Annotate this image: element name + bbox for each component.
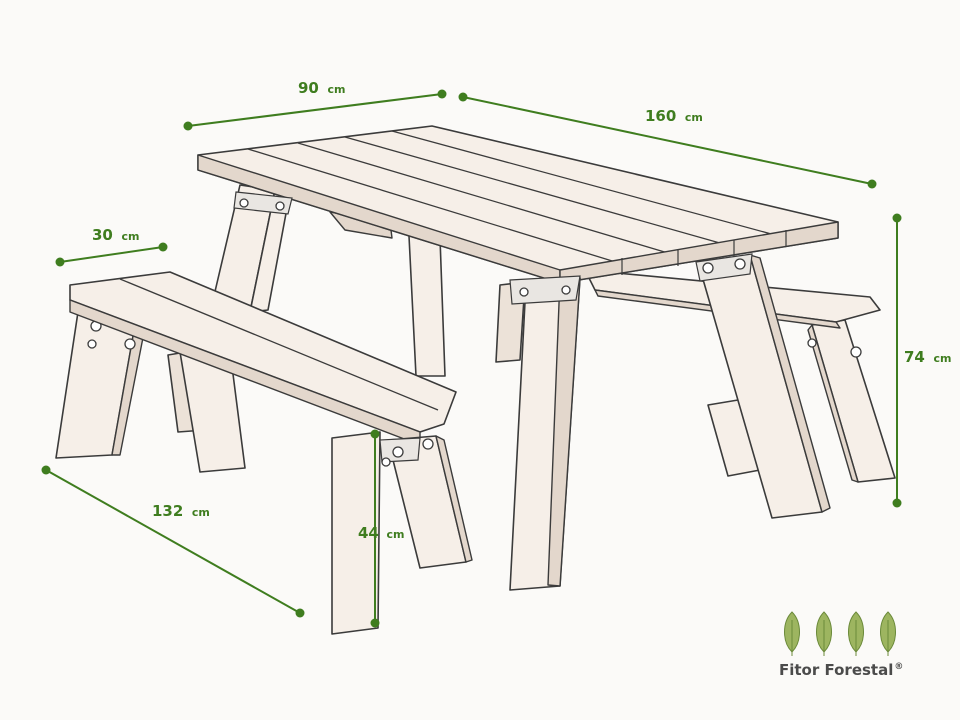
brand-name: Fitor Forestal <box>779 661 893 679</box>
dimension-table-depth: 90 cm <box>183 78 447 131</box>
dimension-bench-height: 44 cm <box>358 429 404 628</box>
table-bracket-center <box>509 275 581 305</box>
brand-logo-text: Fitor Forestal® <box>779 661 903 679</box>
svg-text:90 cm: 90 cm <box>298 78 345 97</box>
svg-text:74 cm: 74 cm <box>904 347 951 366</box>
dimension-bench-depth: 30 cm <box>55 225 168 267</box>
dimension-table-height: 74 cm <box>892 213 951 508</box>
svg-text:44 cm: 44 cm <box>358 523 404 542</box>
front-bench-leg-right-front <box>331 431 381 635</box>
front-bench <box>55 271 473 635</box>
svg-text:132 cm: 132 cm <box>152 501 210 520</box>
svg-text:30 cm: 30 cm <box>92 225 139 244</box>
brand-registered-mark: ® <box>894 662 903 672</box>
dim-bench-length-unit: cm <box>192 506 210 519</box>
dim-bench-height-unit: cm <box>386 528 404 541</box>
back-bench <box>584 269 896 483</box>
dim-bench-depth-value: 30 <box>92 226 113 244</box>
table-leg-back-center <box>408 235 446 377</box>
svg-text:160 cm: 160 cm <box>645 106 703 125</box>
dim-bench-length-value: 132 <box>152 502 183 520</box>
dim-bench-depth-unit: cm <box>121 230 139 243</box>
dim-table-length-value: 160 <box>645 107 676 125</box>
four-leaves-logo-icon <box>784 611 896 656</box>
dim-table-depth-value: 90 <box>298 79 319 97</box>
dimension-bench-length: 132 cm <box>41 465 305 618</box>
dim-table-height-value: 74 <box>904 348 925 366</box>
dim-table-height-unit: cm <box>933 352 951 365</box>
dim-table-depth-unit: cm <box>327 83 345 96</box>
back-bench-leg-right <box>811 319 896 483</box>
dim-table-length-unit: cm <box>685 111 703 124</box>
dim-bench-height-value: 44 <box>358 524 379 542</box>
dimension-table-length: 160 cm <box>458 92 877 189</box>
